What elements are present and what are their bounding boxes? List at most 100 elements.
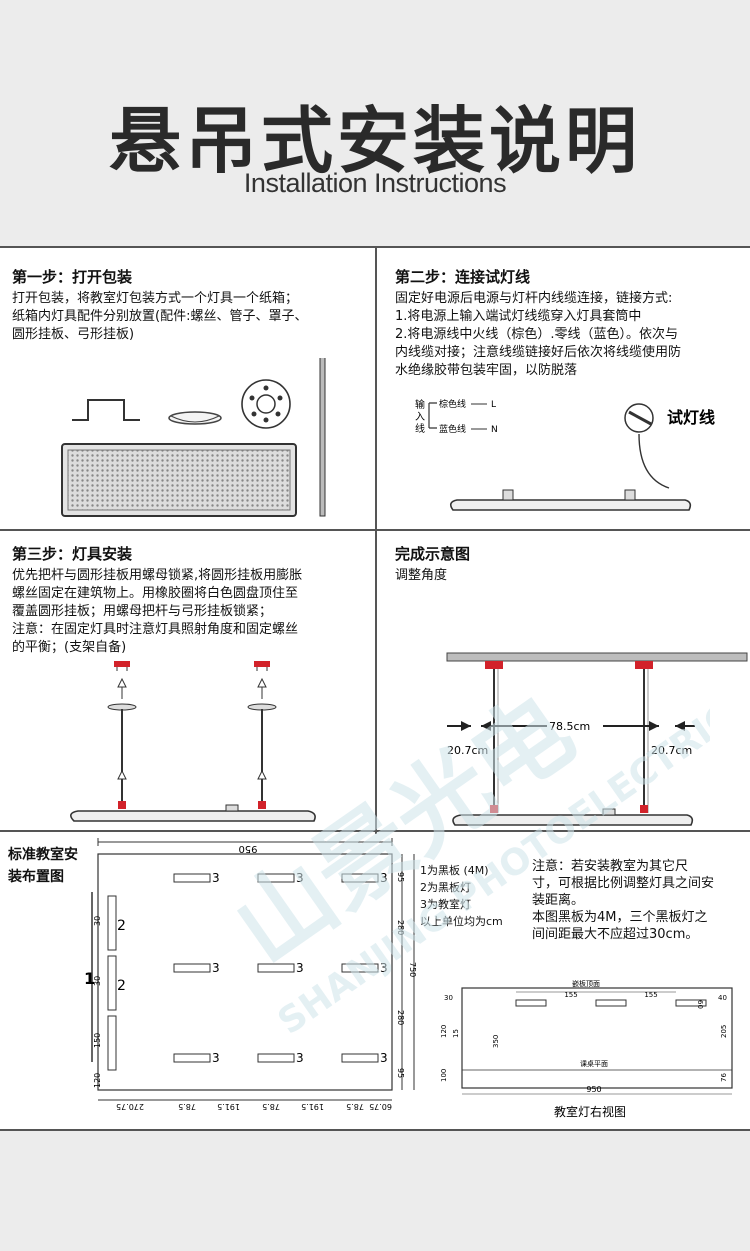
step3-line: 螺丝固定在建筑物上。用橡胶圈将白色圆盘顶住至 — [12, 586, 299, 601]
side-dim: 60 — [696, 1000, 704, 1009]
class-light-label: 3 — [380, 1051, 388, 1065]
side-dim: 100 — [440, 1069, 448, 1082]
right-distance-label: 20.7cm — [651, 744, 692, 757]
side-view-diagram: 嵌板顶面 155 155 60 40 30 120 15 350 100 205… — [440, 979, 733, 1119]
step2-line: 1.将电源上输入端试灯线缆穿入灯具套筒中 — [395, 309, 642, 324]
blue-wire-label: 蓝色线 — [439, 423, 466, 435]
side-dim: 350 — [492, 1035, 500, 1048]
instruction-sheet: 第一步：打开包装 打开包装，将教室灯包装方式一个灯具一个纸箱； 纸箱内灯具配件分… — [0, 246, 750, 1131]
hanging-rod-left — [107, 661, 137, 809]
bow-bracket-icon — [72, 399, 140, 421]
lamp-panel-icon — [70, 810, 316, 822]
side-dim: 40 — [718, 994, 727, 1002]
bottom-dim: 78.5 — [178, 1102, 196, 1111]
bottom-dim: 78.5 — [262, 1102, 280, 1111]
side-dim: 155 — [644, 991, 657, 999]
room-boundary — [97, 853, 393, 1091]
step2-line: 内线缆对接；注意线缆链接好后依次将线缆使用防 — [395, 345, 682, 360]
done-illustration: 78.5cm 20.7cm 20.7cm — [446, 652, 748, 826]
step3-line: 优先把杆与圆形挂板用螺母锁紧,将圆形挂板用膨胀 — [12, 568, 303, 583]
step3-text: 优先把杆与圆形挂板用螺母锁紧,将圆形挂板用膨胀 螺丝固定在建筑物上。用橡胶圈将白… — [12, 567, 372, 657]
step1-line: 打开包装，将教室灯包装方式一个灯具一个纸箱； — [12, 291, 299, 306]
input-label-char: 输 — [415, 398, 425, 411]
step2-line: 固定好电源后电源与灯杆内线缆连接，链接方式: — [395, 291, 673, 306]
pipe-icon — [319, 358, 326, 517]
ceiling — [446, 652, 748, 662]
top-dimension: 950 — [238, 843, 257, 854]
right-dim: 280 — [396, 920, 405, 935]
class-light-label: 3 — [380, 961, 388, 975]
round-cover-icon — [168, 411, 222, 425]
step2-title: 第二步：连接试灯线 — [395, 268, 531, 286]
class-light-label: 3 — [296, 1051, 304, 1065]
page-footer — [0, 1131, 750, 1251]
bottom-dim: 78.5 — [346, 1102, 364, 1111]
note-line: 装距离。 — [532, 893, 585, 908]
bb-light-label: 2 — [117, 918, 126, 934]
lamp-panel-icon — [452, 814, 694, 826]
left-dim: 150 — [93, 1033, 102, 1048]
floor-label: 课桌平面 — [580, 1059, 608, 1068]
step2-wiring-illustration: 输 入 线 棕色线 蓝色线 L N 试灯线 — [415, 398, 715, 511]
step1-text: 打开包装，将教室灯包装方式一个灯具一个纸箱； 纸箱内灯具配件分别放置(配件:螺丝… — [12, 290, 372, 344]
side-dim: 76 — [720, 1073, 728, 1082]
left-dim: 120 — [93, 1073, 102, 1088]
l-label: L — [491, 400, 496, 410]
layout-panel: 标准教室安 装布置图 950 1 2 2 30 30 150 120 — [0, 832, 750, 1131]
ceiling-label: 嵌板顶面 — [572, 979, 600, 988]
legend-item: 3为教室灯 — [420, 898, 471, 911]
n-label: N — [491, 425, 498, 435]
bb-light-label: 2 — [117, 978, 126, 994]
lamp-panel-icon — [449, 499, 692, 511]
bottom-dim: 60.75 — [369, 1102, 392, 1111]
side-dim: 950 — [586, 1085, 601, 1094]
bottom-dim: 191.5 — [217, 1102, 240, 1111]
divider-row-1 — [0, 529, 750, 531]
class-light-label: 3 — [212, 1051, 220, 1065]
class-light-label: 3 — [296, 871, 304, 885]
done-panel: 完成示意图 调整角度 78.5cm 20.7cm 20.7cm — [377, 531, 750, 830]
classroom-lights — [173, 873, 379, 1063]
side-dim: 155 — [564, 991, 577, 999]
input-label-char: 入 — [415, 412, 425, 423]
page-header: 悬吊式安装说明 Installation Instructions — [0, 0, 750, 246]
bottom-dim: 270.75 — [116, 1102, 144, 1111]
center-distance-label: 78.5cm — [549, 720, 590, 733]
divider-row-2 — [0, 830, 750, 832]
step2-text: 固定好电源后电源与灯杆内线缆连接，链接方式: 1.将电源上输入端试灯线缆穿入灯具… — [395, 290, 745, 380]
bottom-dim: 191.5 — [301, 1102, 324, 1111]
step3-line: 覆盖圆形挂板；用螺母把杆与弓形挂板锁紧； — [12, 604, 273, 619]
page-title: 悬吊式安装说明 — [108, 99, 641, 183]
side-dim: 30 — [444, 994, 453, 1002]
class-light-label: 3 — [212, 961, 220, 975]
step2-panel: 第二步：连接试灯线 固定好电源后电源与灯杆内线缆连接，链接方式: 1.将电源上输… — [377, 248, 750, 529]
legend-item: 以上单位均为cm — [420, 915, 503, 928]
right-dim: 750 — [408, 962, 417, 977]
step1-line: 圆形挂板、弓形挂板) — [12, 327, 135, 342]
note-line: 注意：若安装教室为其它尺 — [532, 859, 689, 874]
step2-line: 水绝缘胶带包装牢固，以防脱落 — [395, 363, 578, 378]
side-dim: 15 — [452, 1029, 460, 1038]
right-dim: 95 — [396, 1068, 405, 1078]
input-label-char: 线 — [415, 422, 425, 435]
layout-title: 标准教室安 装布置图 — [8, 844, 78, 888]
layout-legend: 1为黑板 (4M) 2为黑板灯 3为教室灯 以上单位均为cm — [420, 862, 503, 930]
done-subtitle: 调整角度 — [395, 568, 448, 583]
right-dim: 95 — [396, 872, 405, 882]
brown-wire-label: 棕色线 — [439, 398, 466, 410]
step3-line: 注意：在固定灯具时注意灯具照射角度和固定螺丝 — [12, 622, 299, 637]
legend-item: 1为黑板 (4M) — [420, 864, 489, 877]
side-dim: 120 — [440, 1025, 448, 1038]
class-light-label: 3 — [212, 871, 220, 885]
left-dim: 30 — [93, 976, 102, 986]
left-dim: 30 — [93, 916, 102, 926]
class-light-label: 3 — [380, 871, 388, 885]
step3-panel: 第三步：灯具安装 优先把杆与圆形挂板用螺母锁紧,将圆形挂板用膨胀 螺丝固定在建筑… — [0, 531, 375, 830]
left-distance-label: 20.7cm — [447, 744, 488, 757]
page-subtitle: Installation Instructions — [243, 168, 507, 198]
done-title: 完成示意图 — [395, 545, 471, 563]
hanging-rod-right — [247, 661, 277, 809]
note-line: 间间距最大不应超过30cm。 — [532, 927, 699, 942]
right-dim: 280 — [396, 1010, 405, 1025]
layout-title-line: 标准教室安 — [8, 847, 78, 863]
